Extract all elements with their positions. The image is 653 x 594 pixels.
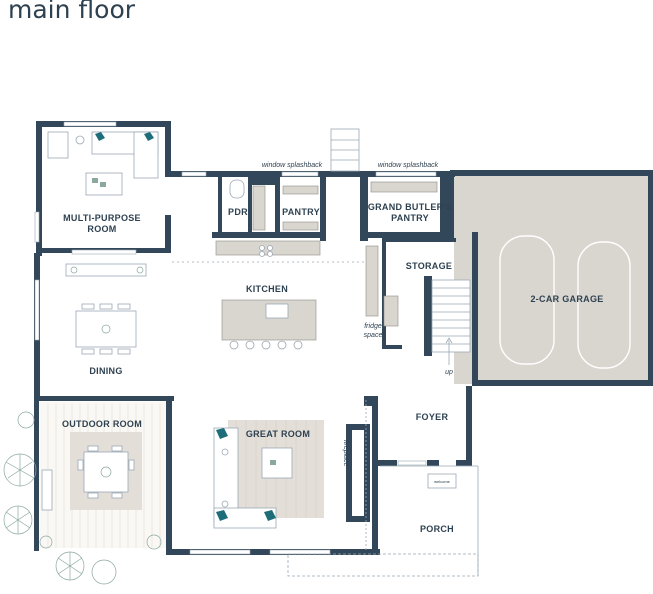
label-pdr: PDR bbox=[228, 207, 248, 217]
multi-purpose-furniture bbox=[47, 131, 159, 255]
great-room-furniture bbox=[213, 420, 324, 529]
note-up: up bbox=[445, 369, 453, 376]
label-storage: STORAGE bbox=[406, 261, 452, 271]
note-window-splashback-butler: window splashback bbox=[378, 162, 439, 169]
label-multi-purpose-2: ROOM bbox=[87, 224, 116, 234]
foliage bbox=[3, 411, 117, 585]
kitchen-fixtures bbox=[215, 240, 399, 350]
note-fridge-1: fridge bbox=[364, 323, 382, 330]
rear-steps bbox=[330, 128, 360, 172]
garage bbox=[450, 170, 653, 386]
porch bbox=[172, 261, 479, 577]
windows bbox=[34, 121, 437, 555]
note-window-splashback-pantry: window splashback bbox=[262, 162, 323, 169]
annotations: window splashback window splashback frid… bbox=[262, 162, 453, 484]
staircase bbox=[431, 279, 471, 365]
label-grand-butler-2: PANTRY bbox=[391, 213, 429, 223]
label-foyer: FOYER bbox=[416, 412, 449, 422]
label-porch: PORCH bbox=[420, 524, 454, 534]
label-pantry: PANTRY bbox=[282, 207, 320, 217]
label-dining: DINING bbox=[89, 366, 122, 376]
note-fireplace: fireplace bbox=[342, 440, 349, 467]
label-multi-purpose-1: MULTI-PURPOSE bbox=[63, 213, 141, 223]
label-kitchen: KITCHEN bbox=[246, 284, 288, 294]
plan-title: main floor bbox=[8, 0, 136, 24]
car-outline-left bbox=[499, 235, 555, 365]
label-outdoor-room: OUTDOOR ROOM bbox=[62, 419, 142, 429]
dining-furniture bbox=[65, 263, 147, 355]
room-labels: MULTI-PURPOSE ROOM PDR PANTRY GRAND BUTL… bbox=[62, 202, 603, 534]
note-welcome: welcome bbox=[434, 479, 451, 484]
car-outline-right bbox=[577, 241, 631, 369]
pdr-pantry-fixtures bbox=[229, 179, 438, 231]
label-great-room: GREAT ROOM bbox=[246, 429, 310, 439]
label-grand-butler-1: GRAND BUTLER'S bbox=[368, 202, 452, 212]
note-fridge-2: space bbox=[364, 332, 383, 339]
label-garage: 2-CAR GARAGE bbox=[530, 294, 603, 304]
outdoor-room bbox=[39, 402, 166, 550]
